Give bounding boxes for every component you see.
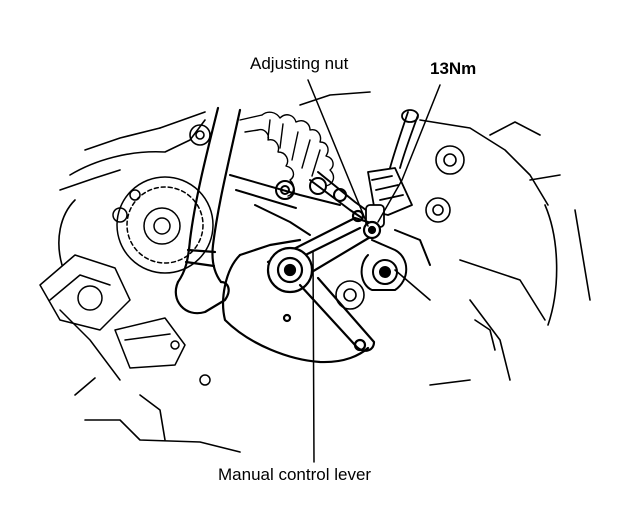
housing-bolts — [189, 124, 496, 351]
left-boss — [112, 176, 214, 274]
left-fittings — [39, 254, 211, 386]
manual-control-lever-label: Manual control lever — [218, 465, 372, 484]
manual-lever-leader — [312, 251, 315, 463]
torque-leader — [377, 84, 441, 223]
control-cable-rod — [229, 171, 367, 236]
rubber-boot — [239, 111, 335, 197]
selector-shaft-link — [360, 229, 431, 291]
adjusting-nut-leader — [307, 79, 369, 227]
leader-lines — [307, 79, 441, 463]
inhibitor-switch-connector — [365, 109, 419, 228]
shift-cable — [174, 106, 242, 315]
torque-spec-label: 13Nm — [430, 59, 477, 78]
manual-control-lever-part — [222, 209, 382, 364]
adjusting-nut-label: Adjusting nut — [250, 54, 349, 73]
housing-outlines — [58, 91, 591, 453]
